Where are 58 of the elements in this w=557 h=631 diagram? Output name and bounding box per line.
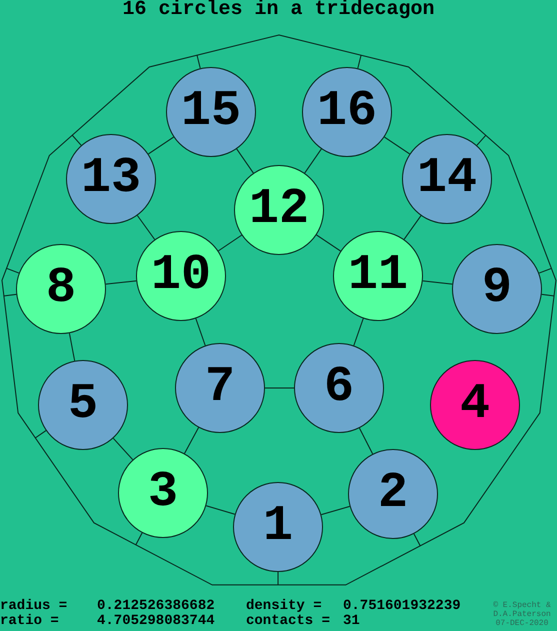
contact-line [384, 136, 410, 154]
circle-number: 15 [181, 87, 242, 137]
contact-line [2, 294, 17, 296]
circle-number: 12 [249, 185, 310, 235]
circle-number: 3 [148, 468, 178, 518]
stat-name: density = [246, 599, 322, 614]
copyright-note: D.A.Paterson [492, 610, 552, 619]
circle-number: 8 [46, 264, 76, 314]
contact-line [68, 332, 76, 362]
circle-number: 9 [482, 264, 512, 314]
contact-line [413, 533, 421, 546]
circle-number: 16 [317, 87, 378, 137]
contact-line [404, 215, 422, 240]
contact-line [538, 268, 552, 274]
contact-line [34, 430, 46, 439]
contact-line [353, 318, 364, 346]
circle-number: 11 [348, 251, 408, 301]
copyright-note: 07-DEC-2020 [494, 619, 550, 628]
contact-line [422, 280, 453, 285]
contact-line [184, 427, 200, 454]
circle-number: 13 [81, 154, 142, 204]
contact-line [136, 215, 156, 240]
contact-line [476, 135, 486, 146]
stat-value: 31 [343, 614, 360, 629]
contact-line [358, 428, 374, 454]
contact-line [148, 136, 174, 154]
stat-value: 0.751601932239 [343, 599, 461, 614]
contact-line [196, 54, 201, 69]
contact-line [357, 54, 362, 69]
contact-line [206, 505, 236, 515]
circle-number: 1 [263, 502, 294, 552]
contact-line [236, 148, 254, 174]
circle-number: 4 [460, 380, 490, 430]
tridecagon-outline [2, 35, 556, 585]
contact-line [195, 318, 206, 346]
stat-value: 0.212526386682 [97, 599, 215, 614]
contact-line [72, 134, 82, 146]
stat-name: contacts = [246, 614, 330, 629]
contact-line [320, 506, 350, 516]
contact-line [135, 532, 143, 546]
contact-line [218, 234, 242, 252]
contact-line [316, 234, 342, 252]
circle-number: 5 [68, 380, 98, 430]
circle-number: 7 [205, 363, 236, 413]
contact-line [6, 268, 20, 274]
circle-number: 14 [417, 154, 478, 204]
contact-line [304, 148, 322, 174]
circle-number: 6 [324, 363, 354, 413]
stat-name: ratio = [0, 614, 59, 629]
circle-number: 2 [378, 469, 408, 519]
contact-line [278, 572, 279, 586]
stat-name: radius = [0, 599, 68, 614]
contact-line [105, 280, 137, 285]
contact-line [541, 294, 554, 296]
stat-value: 4.705298083744 [97, 614, 215, 629]
contact-line [112, 438, 134, 460]
circle-number: 10 [151, 251, 212, 301]
copyright-note: © E.Specht & [492, 601, 552, 610]
